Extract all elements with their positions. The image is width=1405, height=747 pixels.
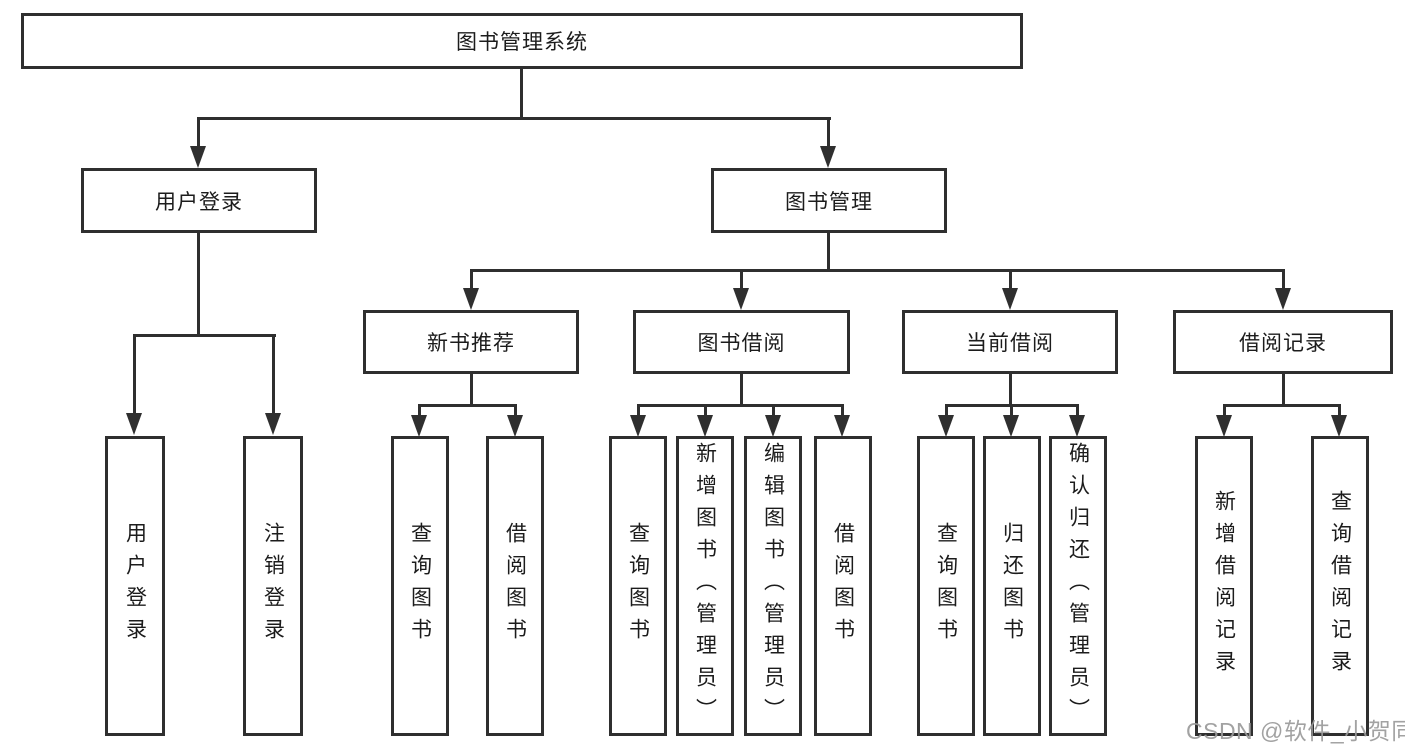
connector-line <box>637 404 640 417</box>
arrow-down-icon <box>630 415 646 437</box>
leaf-borrow-borrow-label: 借阅图书 <box>831 522 855 650</box>
leaf-logout: 注销登录 <box>243 436 303 736</box>
leaf-newbook-query: 查询图书 <box>391 436 449 736</box>
arrow-down-icon <box>697 415 713 437</box>
arrow-down-icon <box>1003 415 1019 437</box>
leaf-user-login: 用户登录 <box>105 436 165 736</box>
arrow-down-icon <box>1069 415 1085 437</box>
node-root-label: 图书管理系统 <box>456 31 588 54</box>
connector-line <box>197 117 200 146</box>
leaf-borrow-edit-admin: 编辑图书（管理员） <box>744 436 802 736</box>
connector-line <box>133 334 136 413</box>
connector-line <box>514 404 517 417</box>
arrow-down-icon <box>463 288 479 310</box>
connector-line <box>637 404 844 407</box>
connector-line <box>1010 404 1013 417</box>
connector-line <box>418 404 517 407</box>
node-book-management-label: 图书管理 <box>785 190 873 214</box>
connector-line <box>1223 404 1226 417</box>
leaf-records-query-label: 查询借阅记录 <box>1328 490 1352 682</box>
leaf-current-return-label: 归还图书 <box>1000 522 1024 650</box>
connector-line <box>470 374 473 407</box>
connector-line <box>1009 269 1012 290</box>
connector-line <box>827 117 830 146</box>
connector-line <box>704 404 707 417</box>
arrow-down-icon <box>1002 288 1018 310</box>
leaf-records-query: 查询借阅记录 <box>1311 436 1369 736</box>
leaf-records-add: 新增借阅记录 <box>1195 436 1253 736</box>
csdn-watermark: CSDN @软件_小贺同学 <box>1186 718 1405 744</box>
connector-line <box>1009 374 1012 407</box>
connector-line <box>1338 404 1341 417</box>
connector-line <box>945 404 948 417</box>
connector-line <box>133 334 276 337</box>
connector-line <box>772 404 775 417</box>
node-new-book-recommend-label: 新书推荐 <box>427 332 515 355</box>
leaf-newbook-borrow: 借阅图书 <box>486 436 544 736</box>
leaf-current-query-label: 查询图书 <box>934 522 958 650</box>
connector-line <box>470 269 473 290</box>
leaf-newbook-query-label: 查询图书 <box>408 522 432 650</box>
leaf-user-login-label: 用户登录 <box>123 522 147 650</box>
connector-line <box>470 269 1284 272</box>
leaf-newbook-borrow-label: 借阅图书 <box>503 522 527 650</box>
node-user-login-label: 用户登录 <box>155 190 243 214</box>
connector-line <box>1282 374 1285 407</box>
node-borrow-records: 借阅记录 <box>1173 310 1393 374</box>
connector-line <box>520 69 523 120</box>
connector-line <box>827 233 830 271</box>
arrow-down-icon <box>733 288 749 310</box>
arrow-down-icon <box>411 415 427 437</box>
arrow-down-icon <box>765 415 781 437</box>
leaf-borrow-query: 查询图书 <box>609 436 667 736</box>
arrow-down-icon <box>190 146 206 168</box>
connector-line <box>740 374 743 407</box>
leaf-current-confirm-admin-label: 确认归还（管理员） <box>1066 442 1090 730</box>
node-user-login: 用户登录 <box>81 168 317 233</box>
node-current-borrowing: 当前借阅 <box>902 310 1118 374</box>
connector-line <box>197 233 200 337</box>
leaf-records-add-label: 新增借阅记录 <box>1212 490 1236 682</box>
node-book-borrowing: 图书借阅 <box>633 310 850 374</box>
connector-line <box>1076 404 1079 417</box>
connector-line <box>418 404 421 417</box>
leaf-borrow-add-admin-label: 新增图书（管理员） <box>693 442 717 730</box>
arrow-down-icon <box>834 415 850 437</box>
arrow-down-icon <box>265 413 281 435</box>
connector-line <box>197 117 831 120</box>
connector-line <box>1282 269 1285 290</box>
arrow-down-icon <box>938 415 954 437</box>
arrow-down-icon <box>1275 288 1291 310</box>
leaf-borrow-add-admin: 新增图书（管理员） <box>676 436 734 736</box>
leaf-current-return: 归还图书 <box>983 436 1041 736</box>
arrow-down-icon <box>126 413 142 435</box>
arrow-down-icon <box>1331 415 1347 437</box>
connector-line <box>740 269 743 290</box>
connector-line <box>1223 404 1341 407</box>
connector-line <box>272 334 275 413</box>
leaf-borrow-borrow: 借阅图书 <box>814 436 872 736</box>
leaf-borrow-edit-admin-label: 编辑图书（管理员） <box>761 442 785 730</box>
leaf-logout-label: 注销登录 <box>261 522 285 650</box>
node-book-borrowing-label: 图书借阅 <box>697 332 786 355</box>
leaf-current-query: 查询图书 <box>917 436 975 736</box>
node-book-management: 图书管理 <box>711 168 947 233</box>
arrow-down-icon <box>507 415 523 437</box>
arrow-down-icon <box>1216 415 1232 437</box>
node-current-borrowing-label: 当前借阅 <box>966 332 1054 355</box>
node-root: 图书管理系统 <box>21 13 1023 69</box>
leaf-borrow-query-label: 查询图书 <box>626 522 650 650</box>
leaf-current-confirm-admin: 确认归还（管理员） <box>1049 436 1107 736</box>
node-new-book-recommend: 新书推荐 <box>363 310 579 374</box>
arrow-down-icon <box>820 146 836 168</box>
connector-line <box>841 404 844 417</box>
node-borrow-records-label: 借阅记录 <box>1239 332 1327 355</box>
